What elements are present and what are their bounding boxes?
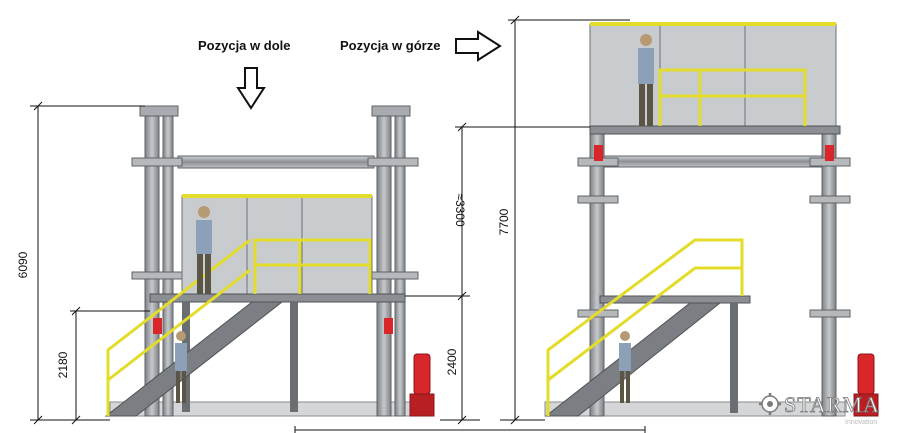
cross-bar — [809, 309, 851, 318]
dim-total-down: 6090 — [16, 251, 30, 278]
worker-figure — [175, 331, 187, 403]
cross-bar — [577, 195, 619, 204]
dim-platform-down: 2180 — [56, 351, 70, 378]
top-beam — [177, 155, 375, 169]
pump-unit — [409, 353, 435, 417]
cross-bar — [131, 271, 183, 280]
platform-deck — [589, 125, 841, 135]
gear-icon — [759, 393, 781, 415]
arrow-down-icon — [236, 67, 266, 110]
landing-deck — [599, 295, 751, 304]
staircase — [544, 302, 722, 417]
dim-travel: ≈3300 — [453, 193, 467, 227]
worker-figure — [196, 206, 212, 294]
worker-figure — [638, 34, 654, 126]
pump-small — [384, 318, 393, 334]
stair-railing — [546, 238, 744, 416]
pump-small — [594, 145, 603, 161]
cross-bar — [367, 271, 419, 280]
structure-raised — [544, 22, 879, 417]
column-right-inner — [394, 107, 406, 417]
cross-bar — [809, 195, 851, 204]
label-position-down: Pozycja w dole — [198, 38, 290, 53]
column-cap-left — [139, 105, 179, 117]
structure-lowered — [104, 105, 435, 417]
pump-small — [825, 145, 834, 161]
top-beam — [603, 155, 823, 168]
pump-small — [153, 318, 162, 334]
support-leg — [290, 302, 298, 412]
dim-platform-up: 2400 — [445, 348, 459, 375]
column-right — [376, 107, 392, 417]
dim-total-up: 7700 — [497, 208, 511, 235]
logo-tagline: Innovation — [845, 419, 877, 426]
cage-panels — [589, 23, 837, 129]
logo-name: STARMA — [784, 392, 880, 417]
cage-top-rail — [590, 22, 836, 26]
cross-bar — [131, 157, 183, 167]
arrow-right-icon — [455, 30, 502, 62]
worker-figure — [619, 331, 631, 403]
cage-panels — [181, 195, 373, 297]
column-left — [144, 107, 160, 417]
platform-railing — [658, 68, 807, 126]
dimension-lines — [30, 15, 646, 433]
cage-top-rail — [182, 194, 372, 198]
support-leg — [730, 303, 738, 413]
platform-railing — [253, 238, 372, 294]
starma-logo: STARMA Innovation — [759, 392, 880, 426]
cross-bar — [367, 157, 419, 167]
staircase — [104, 301, 284, 417]
column-right — [821, 124, 837, 417]
pump-unit — [853, 353, 879, 417]
label-position-up: Pozycja w górze — [340, 38, 440, 53]
platform-deck — [149, 293, 406, 303]
column-cap-right — [371, 105, 411, 117]
